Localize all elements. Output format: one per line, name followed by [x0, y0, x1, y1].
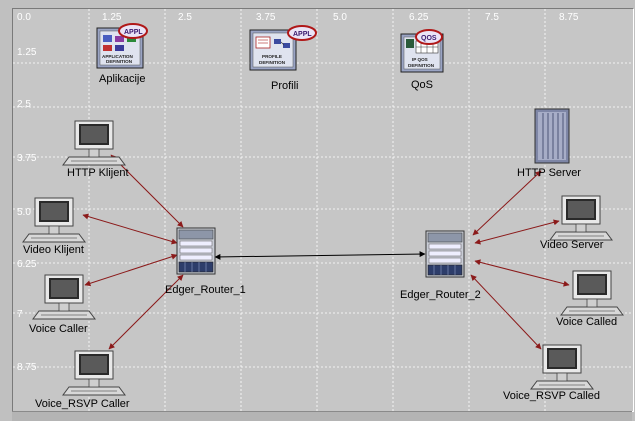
node-voice-rsvp-caller[interactable]: Voice_RSVP Caller — [35, 350, 130, 410]
y-axis-labels: 1.25 2.5 3.75 5.0 6.25 7 8.75 — [17, 47, 37, 373]
x-tick: 6.25 — [409, 12, 429, 23]
x-axis-labels: 0.0 1.25 2.5 3.75 5.0 6.25 7.5 8.75 — [17, 12, 579, 23]
svg-text:IP QOS: IP QOS — [412, 57, 428, 62]
link-backbone — [214, 251, 426, 260]
node-label: Voice Caller — [29, 323, 88, 335]
link-video-server — [474, 219, 560, 245]
workstation-icon — [32, 274, 96, 320]
node-video-server[interactable]: Video Server — [540, 195, 613, 251]
link-voice-rsvp-called — [470, 274, 542, 350]
x-tick: 8.75 — [559, 12, 579, 23]
horizontal-scrollbar[interactable] — [12, 411, 632, 421]
svg-text:DEFINITION: DEFINITION — [408, 63, 435, 68]
x-tick: 3.75 — [256, 12, 276, 23]
node-voice-rsvp-called[interactable]: Voice_RSVP Called — [503, 344, 600, 402]
link-http-client — [110, 154, 184, 228]
workstation-icon — [530, 344, 594, 390]
router-icon — [425, 230, 465, 278]
y-tick: 2.5 — [17, 99, 31, 110]
workstation-icon — [62, 120, 126, 166]
y-tick: 8.75 — [17, 362, 37, 373]
x-tick: 7.5 — [485, 12, 499, 23]
node-voice-caller[interactable]: Voice Caller — [29, 274, 96, 335]
application-config-label: Aplikacije — [99, 73, 145, 85]
x-tick: 1.25 — [102, 12, 122, 23]
y-tick: 1.25 — [17, 47, 37, 58]
node-label: Edger_Router_2 — [400, 289, 481, 301]
network-canvas[interactable]: 0.0 1.25 2.5 3.75 5.0 6.25 7.5 8.75 1.25… — [12, 8, 634, 412]
node-label: Edger_Router_1 — [165, 284, 246, 296]
node-label: Video Klijent — [23, 244, 84, 256]
profile-config-object[interactable]: PROFILE DEFINITION APPL — [249, 25, 317, 71]
node-label: Voice Called — [556, 316, 617, 328]
link-voice-caller — [84, 253, 178, 287]
x-tick: 5.0 — [333, 12, 347, 23]
profile-definition-icon — [255, 36, 271, 49]
workstation-icon — [549, 195, 613, 241]
svg-text:APPL: APPL — [293, 31, 312, 38]
svg-text:APPL: APPL — [124, 29, 143, 36]
y-tick: 5.0 — [17, 207, 31, 218]
node-http-client[interactable]: HTTP Klijent — [62, 120, 129, 179]
node-label: HTTP Klijent — [67, 167, 129, 179]
node-label: Voice_RSVP Called — [503, 390, 600, 402]
profile-config-label: Profili — [271, 80, 299, 92]
link-video-client — [82, 213, 178, 245]
ip-qos-definition-icon — [406, 39, 414, 48]
workstation-icon — [560, 270, 624, 316]
link-voice-called — [474, 259, 570, 287]
server-icon — [534, 108, 570, 164]
node-label: HTTP Server — [517, 167, 581, 179]
application-definition-icon — [103, 35, 112, 42]
x-tick: 2.5 — [178, 12, 192, 23]
link-voice-rsvp-caller — [108, 274, 184, 350]
application-config-object[interactable]: APPLICATION DEFINITION APPL — [96, 23, 148, 69]
node-edge-router-1[interactable]: Edger_Router_1 — [165, 227, 246, 296]
y-tick: 3.75 — [17, 153, 37, 164]
svg-text:DEFINITION: DEFINITION — [106, 59, 133, 64]
x-tick: 0.0 — [17, 12, 31, 23]
link-http-server — [472, 170, 542, 236]
node-voice-called[interactable]: Voice Called — [556, 270, 624, 328]
router-icon — [176, 227, 216, 275]
node-video-client[interactable]: Video Klijent — [22, 197, 86, 256]
node-label: Video Server — [540, 239, 604, 251]
node-http-server[interactable]: HTTP Server — [517, 108, 581, 179]
svg-text:APPLICATION: APPLICATION — [102, 54, 133, 59]
node-edge-router-2[interactable]: Edger_Router_2 — [400, 230, 481, 301]
y-tick: 7 — [17, 309, 23, 320]
svg-text:QOS: QOS — [421, 35, 437, 42]
topology-diagram: 0.0 1.25 2.5 3.75 5.0 6.25 7.5 8.75 1.25… — [13, 9, 633, 411]
y-tick: 6.25 — [17, 259, 37, 270]
qos-config-label: QoS — [411, 79, 433, 91]
links — [82, 154, 570, 350]
qos-config-object[interactable]: IP QOS DEFINITION QOS — [400, 29, 444, 73]
node-label: Voice_RSVP Caller — [35, 398, 130, 410]
workstation-icon — [62, 350, 126, 396]
svg-text:PROFILE: PROFILE — [262, 54, 282, 59]
svg-text:DEFINITION: DEFINITION — [259, 60, 286, 65]
workstation-icon — [22, 197, 86, 243]
